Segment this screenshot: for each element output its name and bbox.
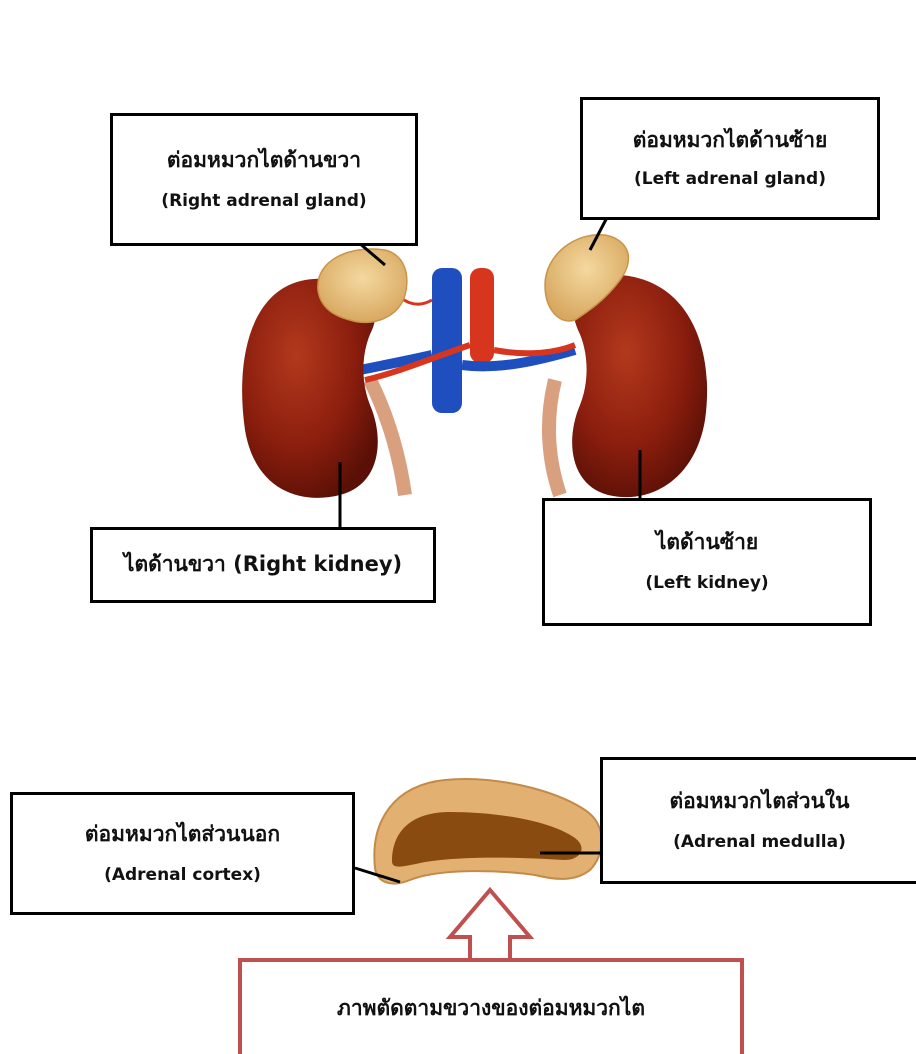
label-adrenal-cortex: ต่อมหมวกไตส่วนนอก (Adrenal cortex) [10, 792, 355, 915]
label-adrenal-cortex-en: (Adrenal cortex) [104, 865, 261, 885]
label-left-kidney: ไตด้านซ้าย (Left kidney) [542, 498, 872, 626]
label-right-adrenal-en: (Right adrenal gland) [161, 191, 366, 211]
left-ureter [549, 380, 560, 495]
right-adrenal-shape [318, 249, 407, 322]
vena-cava [432, 268, 462, 413]
aorta [470, 268, 494, 363]
label-right-kidney: ไตด้านขวา (Right kidney) [90, 527, 436, 603]
label-right-kidney-text: ไตด้านขวา (Right kidney) [124, 552, 402, 577]
label-cross-section-text: ภาพตัดตามขวางของต่อมหมวกไต [337, 992, 645, 1025]
label-left-adrenal-th: ต่อมหมวกไตด้านซ้าย [633, 128, 828, 153]
label-cross-section: ภาพตัดตามขวางของต่อมหมวกไต [238, 958, 744, 1054]
label-left-adrenal-en: (Left adrenal gland) [634, 169, 826, 189]
label-adrenal-medulla-en: (Adrenal medulla) [673, 832, 846, 852]
label-right-adrenal: ต่อมหมวกไตด้านขวา (Right adrenal gland) [110, 113, 418, 246]
label-left-kidney-th: ไตด้านซ้าย [656, 530, 758, 555]
left-renal-artery [494, 345, 575, 353]
up-arrow [450, 890, 530, 960]
label-adrenal-cortex-th: ต่อมหมวกไตส่วนนอก [85, 822, 280, 847]
label-adrenal-medulla-th: ต่อมหมวกไตส่วนใน [669, 789, 849, 814]
label-left-adrenal: ต่อมหมวกไตด้านซ้าย (Left adrenal gland) [580, 97, 880, 220]
label-right-adrenal-th: ต่อมหมวกไตด้านขวา [167, 148, 361, 173]
label-left-kidney-en: (Left kidney) [645, 573, 768, 593]
label-adrenal-medulla: ต่อมหมวกไตส่วนใน (Adrenal medulla) [600, 757, 916, 884]
